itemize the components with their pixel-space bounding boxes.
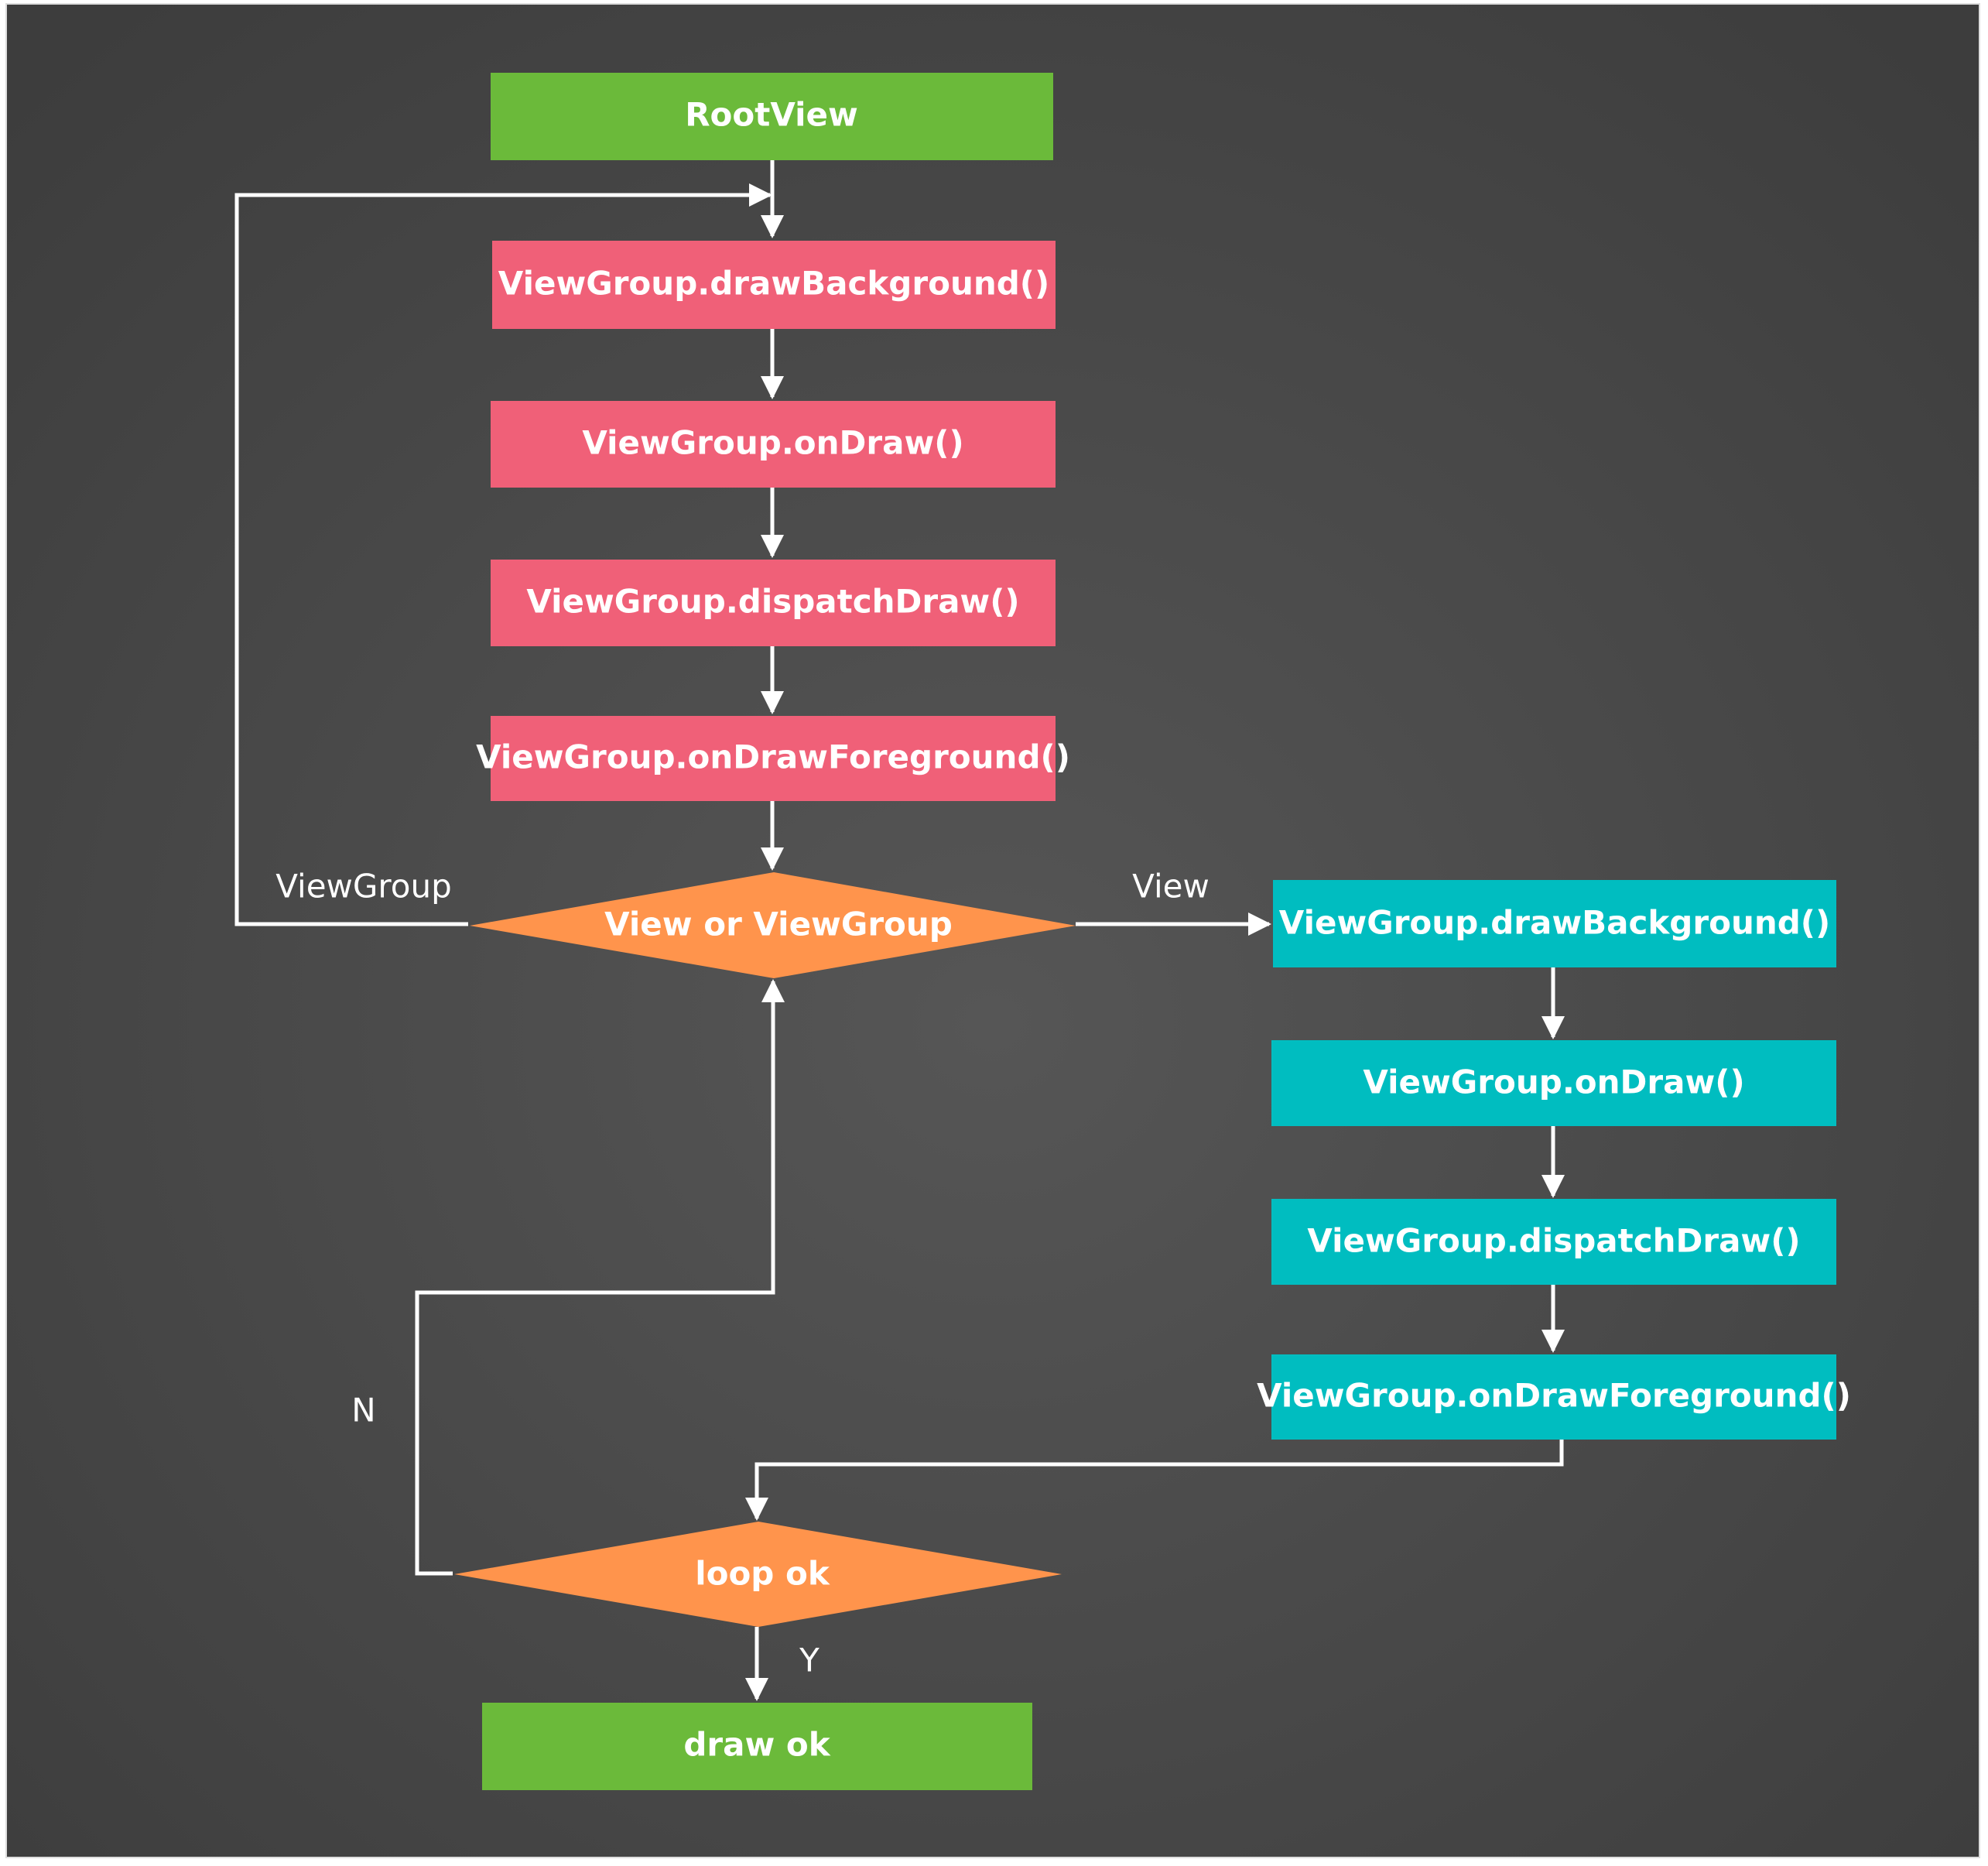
v-on-draw-box <box>1271 1040 1836 1126</box>
edge-label-viewgroup: ViewGroup <box>275 868 452 906</box>
node-vg-on-draw-foreground: ViewGroup.onDrawForeground() <box>476 716 1070 801</box>
draw-ok-box <box>482 1703 1032 1790</box>
node-v-dispatch-draw: ViewGroup.dispatchDraw() <box>1271 1199 1836 1285</box>
edge-label-view: View <box>1132 868 1210 906</box>
node-decision-loop-ok: loop ok <box>454 1522 1062 1627</box>
node-v-on-draw: ViewGroup.onDraw() <box>1271 1040 1836 1126</box>
root-view-box <box>491 73 1053 160</box>
node-decision-view-or-viewgroup: View or ViewGroup <box>470 872 1076 978</box>
node-vg-on-draw: ViewGroup.onDraw() <box>491 401 1056 488</box>
edge-loop-no-to-decision <box>415 979 785 1576</box>
vg-draw-background-label: ViewGroup.drawBackground() <box>498 265 1049 303</box>
node-v-on-draw-foreground: ViewGroup.onDrawForeground() <box>1257 1354 1851 1440</box>
node-root-view: RootView <box>491 73 1053 160</box>
node-vg-dispatch-draw: ViewGroup.dispatchDraw() <box>491 560 1056 646</box>
v-draw-background-label: ViewGroup.drawBackground() <box>1279 904 1830 942</box>
v-dispatch-draw-label: ViewGroup.dispatchDraw() <box>1307 1222 1800 1260</box>
edge-label-yes: Y <box>799 1642 819 1679</box>
v-on-draw-label: ViewGroup.onDraw() <box>1363 1063 1744 1101</box>
vg-on-draw-foreground-label: ViewGroup.onDrawForeground() <box>476 738 1070 776</box>
node-vg-draw-background: ViewGroup.drawBackground() <box>492 241 1056 329</box>
decision-view-or-viewgroup-label: View or ViewGroup <box>604 906 953 943</box>
v-on-draw-foreground-label: ViewGroup.onDrawForeground() <box>1257 1377 1851 1415</box>
vg-on-draw-label: ViewGroup.onDraw() <box>582 424 963 462</box>
decision-view-or-viewgroup-diamond <box>470 872 1076 978</box>
decision-loop-ok-label: loop ok <box>695 1555 830 1593</box>
edge-decision-viewgroup-loop <box>234 183 772 926</box>
v-draw-background-box <box>1273 880 1836 967</box>
decision-loop-ok-diamond <box>454 1522 1062 1627</box>
v-on-draw-foreground-box <box>1271 1354 1836 1440</box>
vg-on-draw-box <box>491 401 1056 488</box>
root-view-label: RootView <box>685 96 858 134</box>
node-v-draw-background: ViewGroup.drawBackground() <box>1273 880 1836 967</box>
vg-draw-background-box <box>492 241 1056 329</box>
edge-label-no: N <box>351 1392 375 1429</box>
node-draw-ok: draw ok <box>482 1703 1032 1790</box>
draw-ok-label: draw ok <box>683 1726 830 1764</box>
v-dispatch-draw-box <box>1271 1199 1836 1285</box>
vg-on-draw-foreground-box <box>491 716 1056 801</box>
vg-dispatch-draw-label: ViewGroup.dispatchDraw() <box>526 583 1019 621</box>
vg-dispatch-draw-box <box>491 560 1056 646</box>
edge-v-foreground-to-loop <box>745 1440 1564 1521</box>
